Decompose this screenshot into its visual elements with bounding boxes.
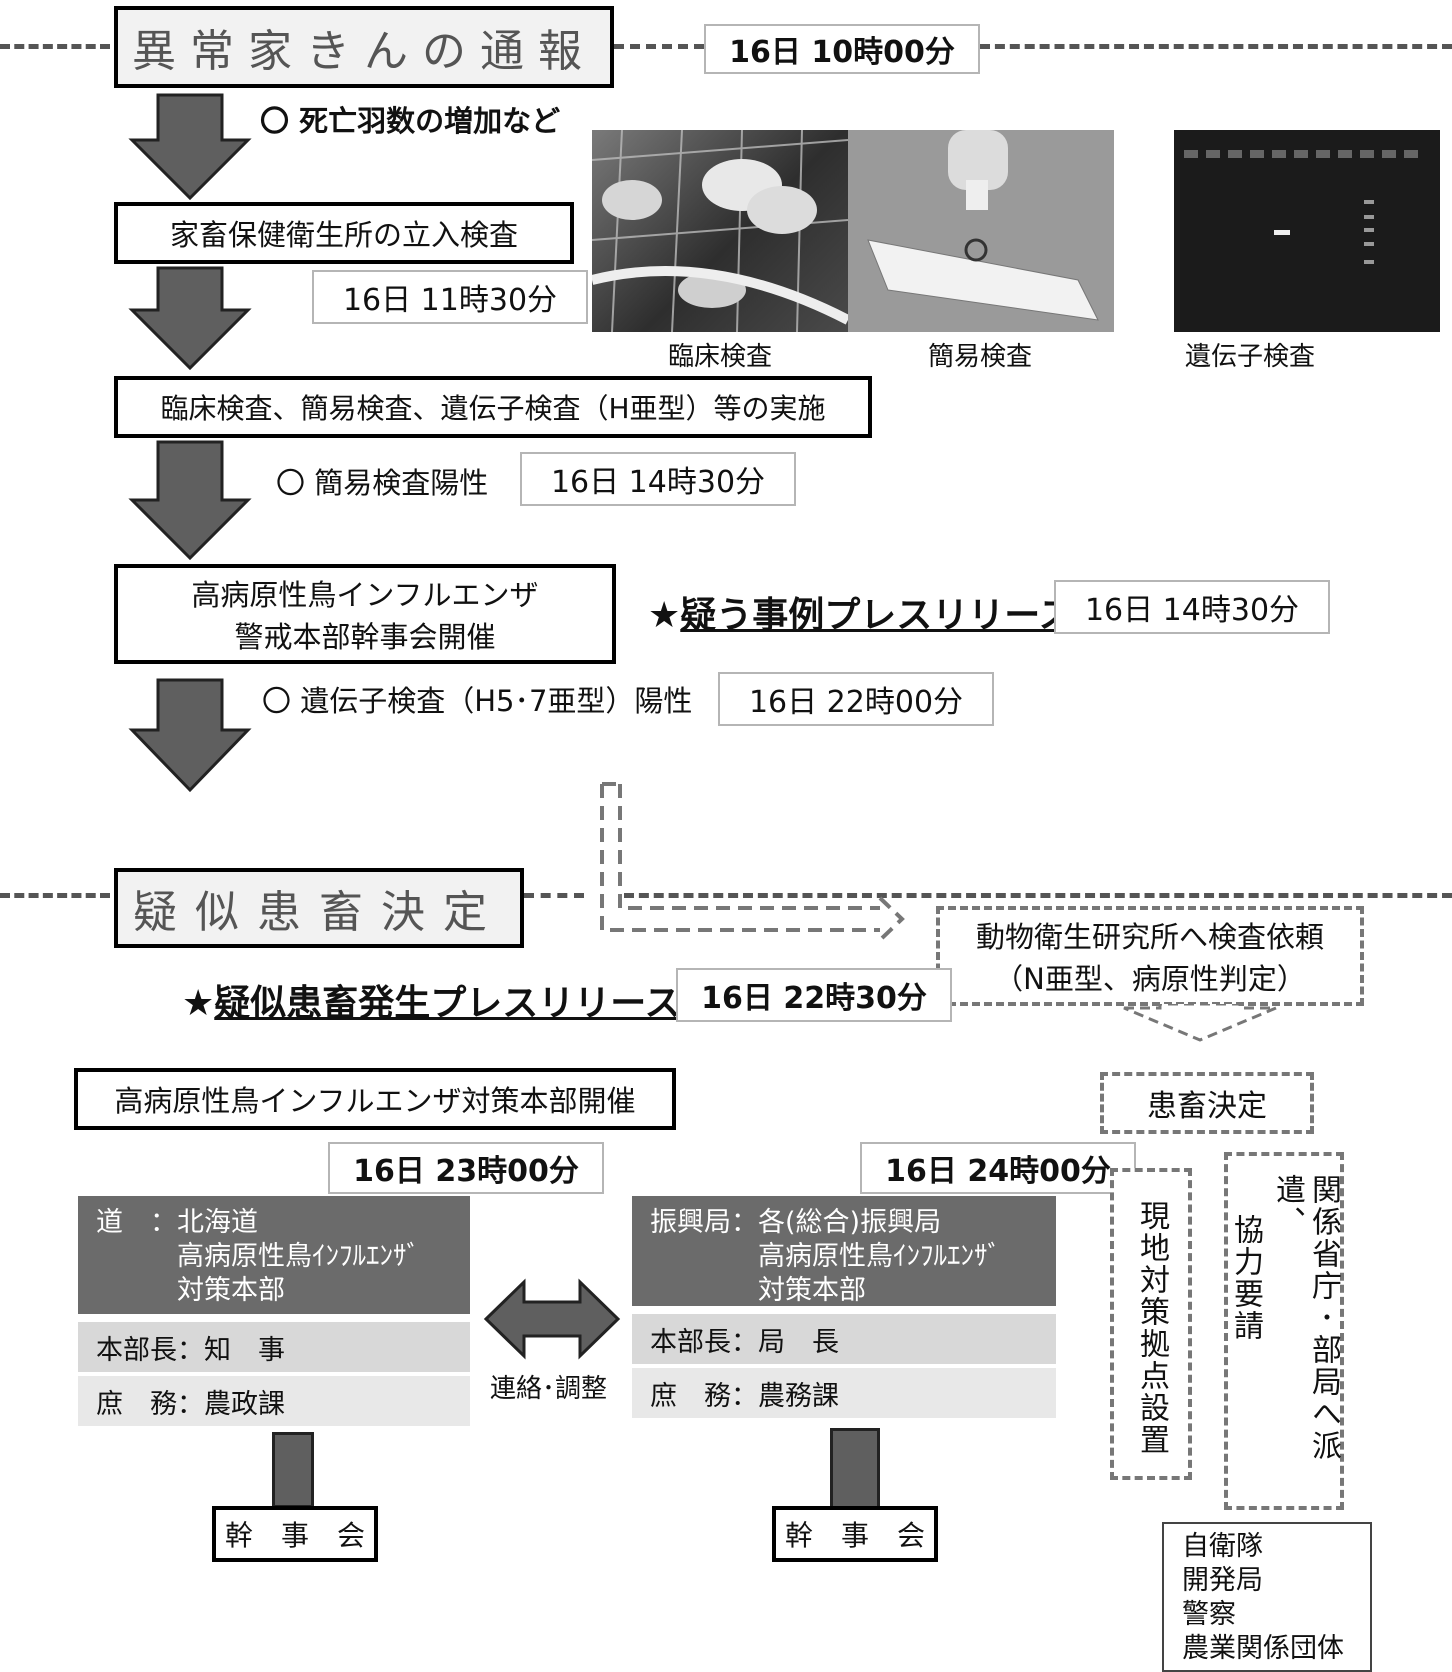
right-hq-time: 16日 24時00分 [860, 1142, 1136, 1194]
step-inspection: 家畜保健衛生所の立入検査 [114, 202, 574, 264]
right-connector [830, 1428, 880, 1510]
left-hq-time: 16日 23時00分 [328, 1142, 604, 1194]
down-arrow-2 [128, 266, 252, 371]
press-release-1-time: 16日 14時30分 [1054, 580, 1330, 634]
star-icon: ★ [648, 595, 681, 636]
stage2-separator-right [624, 893, 1452, 898]
lab-request-line2: （N亜型、病原性判定） [994, 962, 1306, 996]
right-hq-org: 振興局：各(総合)振興局 高病原性鳥ｲﾝﾌﾙｴﾝｻﾞ 対策本部 [632, 1196, 1056, 1306]
lab-connector-arrow [600, 782, 905, 942]
step-tests-label: 臨床検査、簡易検査、遺伝子検査（H亜型）等の実施 [160, 392, 826, 425]
stage1-time: 16日 10時00分 [704, 24, 980, 74]
local-base-box: 現地対策拠点設置 [1110, 1168, 1192, 1480]
agency-request-box: 関係省庁･部局へ派遣、 協力要請 [1224, 1152, 1344, 1510]
down-arrow-1 [128, 93, 252, 201]
left-committee: 幹 事 会 [212, 1506, 378, 1562]
cooperator-item: 自衛隊 [1182, 1531, 1263, 1562]
flow-arrows [128, 93, 252, 793]
hq-open: 高病原性鳥インフルエンザ対策本部開催 [74, 1068, 676, 1130]
stage1-title-text: 異常家きんの通報 [132, 26, 596, 77]
press-release-1-label: 疑う事例プレスリリース [680, 595, 1075, 636]
note-simple-positive: 〇 簡易検査陽性 [276, 466, 489, 500]
agency-request-col1: 関係省庁･部局へ派遣、 [1270, 1174, 1341, 1462]
photo-simple-test [848, 130, 1114, 332]
down-arrow-4 [128, 678, 252, 793]
stage2-title: 疑似患畜決定 [114, 868, 524, 948]
step-inspection-label: 家畜保健衛生所の立入検査 [169, 218, 518, 252]
press-release-1: ★疑う事例プレスリリース [648, 586, 1074, 638]
star-icon-2: ★ [182, 983, 215, 1024]
caption-clinical: 臨床検査 [667, 342, 772, 372]
cooperator-item: 警察 [1182, 1599, 1236, 1630]
right-committee-label: 幹 事 会 [784, 1519, 925, 1552]
left-hq-chief: 本部長：知 事 [78, 1322, 470, 1372]
caption-genetic: 遺伝子検査 [1184, 342, 1315, 372]
liaison-label: 連絡･調整 [490, 1374, 608, 1404]
left-committee-label: 幹 事 会 [224, 1519, 365, 1552]
stage2-title-text: 疑似患畜決定 [133, 887, 505, 938]
press-release-2-label: 疑似患畜発生プレスリリース [214, 983, 681, 1024]
note-death: 〇 死亡羽数の増加など [260, 104, 561, 138]
left-connector [272, 1432, 314, 1508]
hq-open-label: 高病原性鳥インフルエンザ対策本部開催 [114, 1084, 636, 1118]
stage1-separator-mid [614, 44, 704, 49]
note-simple-positive-time: 16日 14時30分 [520, 452, 796, 506]
photo-clinical [592, 130, 848, 332]
stage1-separator-right [980, 44, 1452, 49]
down-arrow-3 [128, 440, 252, 561]
lab-request-line1: 動物衛生研究所へ検査依頼 [975, 920, 1324, 954]
lab-request-box: 動物衛生研究所へ検査依頼 （N亜型、病原性判定） [936, 906, 1364, 1006]
gel-image [1184, 150, 1418, 264]
note-genetic-positive-time: 16日 22時00分 [718, 672, 994, 726]
liaison-double-arrow [483, 1278, 621, 1360]
cooperator-item: 開発局 [1182, 1565, 1263, 1596]
lab-down-arrow [1123, 1004, 1277, 1042]
step-tests: 臨床検査、簡易検査、遺伝子検査（H亜型）等の実施 [114, 376, 872, 438]
press-release-2: ★疑似患畜発生プレスリリース [182, 974, 680, 1026]
chicken-cage-image [592, 130, 848, 332]
step-inspection-time: 16日 11時30分 [312, 270, 588, 324]
stage2-separator-mid [524, 893, 584, 898]
patient-decision-label: 患畜決定 [1147, 1089, 1267, 1124]
cooperators-box: 自衛隊 開発局 警察 農業関係団体 [1162, 1522, 1372, 1672]
right-committee: 幹 事 会 [772, 1506, 938, 1562]
step-hq-meeting: 高病原性鳥インフルエンザ 警戒本部幹事会開催 [114, 564, 616, 664]
cooperator-item: 農業関係団体 [1182, 1633, 1344, 1664]
stage2-separator-left [0, 893, 110, 898]
caption-simple: 簡易検査 [927, 342, 1032, 372]
right-hq-office: 庶 務：農務課 [632, 1368, 1056, 1418]
agency-request-col2: 協力要請 [1228, 1214, 1263, 1342]
stage1-separator-left [0, 44, 110, 49]
local-base-label: 現地対策拠点設置 [1134, 1200, 1169, 1456]
press-release-2-time: 16日 22時30分 [676, 968, 952, 1022]
step-hq-meeting-line2: 警戒本部幹事会開催 [234, 620, 496, 654]
stage1-title: 異常家きんの通報 [114, 6, 614, 88]
note-genetic-positive: 〇 遺伝子検査（H5･7亜型）陽性 [262, 684, 693, 718]
left-hq-org: 道 ：北海道 高病原性鳥ｲﾝﾌﾙｴﾝｻﾞ 対策本部 [78, 1196, 470, 1314]
left-hq-office: 庶 務：農政課 [78, 1376, 470, 1426]
step-hq-meeting-line1: 高病原性鳥インフルエンザ [191, 578, 539, 612]
test-kit-image [867, 130, 1099, 321]
photo-genetic-test [1174, 130, 1440, 332]
patient-decision-box: 患畜決定 [1100, 1072, 1314, 1134]
right-hq-chief: 本部長：局 長 [632, 1314, 1056, 1364]
